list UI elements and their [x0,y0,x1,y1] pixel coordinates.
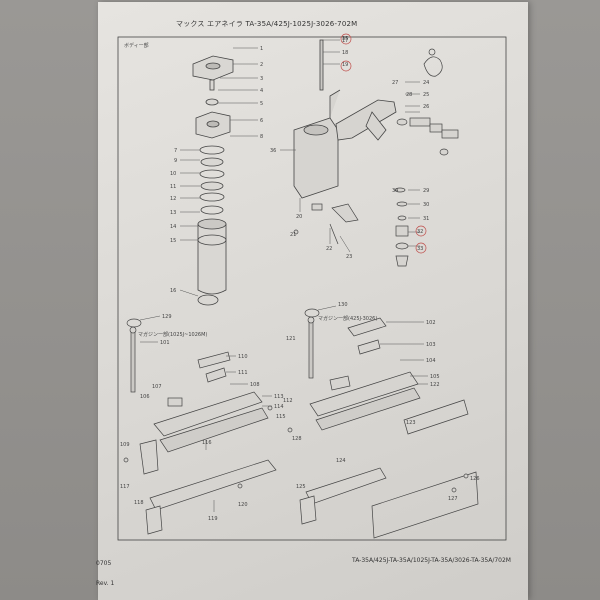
callout-2: 2 [260,62,263,68]
callout-108: 108 [250,382,260,388]
callout-126: 126 [470,476,480,482]
callout-121: 121 [286,336,296,342]
callout-34: 34 [392,188,398,194]
callout-32: 32 [417,229,423,235]
callout-107: 107 [152,384,162,390]
callout-119: 119 [208,516,218,522]
leader-lines-magazines [139,305,428,512]
callout-13: 13 [170,210,176,216]
callout-112: 112 [283,398,293,404]
callout-28: 28 [406,92,412,98]
callout-125: 125 [296,484,306,490]
callout-115: 115 [276,414,286,420]
callout-25: 25 [423,92,429,98]
callout-130: 130 [338,302,348,308]
callout-124: 124 [336,458,346,464]
callout-labels: 1 2 3 4 5 6 7 8 9 10 11 12 13 14 15 16 1… [120,36,480,522]
revision-label: Rev. 1 [96,580,115,587]
callout-118: 118 [134,500,144,506]
callout-110: 110 [238,354,248,360]
callout-30: 30 [423,202,429,208]
callout-24: 24 [423,80,429,86]
highlight-circles [340,33,427,254]
callout-103: 103 [426,342,436,348]
callout-23: 23 [346,254,352,260]
callout-22: 22 [326,246,332,252]
magazine-right [287,308,479,539]
leader-lines-body [280,39,351,253]
callout-123: 123 [406,420,416,426]
section-label-body: ボディー部 [124,43,149,49]
callout-18: 18 [342,50,348,56]
callout-114: 114 [274,404,284,410]
callout-111: 111 [238,370,248,376]
callout-5: 5 [260,101,263,107]
callout-102: 102 [426,320,436,326]
callout-128: 128 [292,436,302,442]
callout-21: 21 [290,232,296,238]
callout-129: 129 [162,314,172,320]
callout-8: 8 [260,134,263,140]
callout-29: 29 [423,188,429,194]
callout-16: 16 [170,288,176,294]
valve-parts [394,48,459,267]
callout-11: 11 [170,184,176,190]
diagram-title: マックス エアネイラ TA-35A/425J-1025J-3026-702M [176,20,358,28]
callout-14: 14 [170,224,176,230]
callout-101: 101 [160,340,170,346]
callout-7: 7 [174,148,177,154]
callout-6: 6 [260,118,263,124]
callout-27: 27 [392,80,398,86]
callout-116: 116 [202,440,212,446]
callout-10: 10 [170,171,176,177]
callout-117: 117 [120,484,130,490]
callout-15: 15 [170,238,176,244]
section-label-magazine-right: マガジン一部(425J-3026) [318,316,378,322]
callout-17: 17 [342,38,348,44]
callout-35: 35 [342,36,348,42]
model-list: TA-35A/425J-TA-35A/1025J-TA-35A/3026-TA-… [352,557,511,564]
trigger-assembly [293,203,359,245]
section-label-magazine-left: マガジン一部(1025J~1026M) [138,332,208,338]
callout-36: 36 [270,148,276,154]
magazine-left [123,318,277,535]
page-code: 0705 [96,560,112,567]
callout-113: 113 [274,394,284,400]
callout-19: 19 [342,62,348,68]
callout-104: 104 [426,358,436,364]
callout-105: 105 [430,374,440,380]
diagram-border [117,36,507,541]
callout-109: 109 [120,442,130,448]
callout-31: 31 [423,216,429,222]
callout-127: 127 [448,496,458,502]
callout-9: 9 [174,158,177,164]
callout-122: 122 [430,382,440,388]
leader-lines-valve [405,81,420,247]
callout-4: 4 [260,88,263,94]
callout-120: 120 [238,502,248,508]
leader-lines-cylinder [179,47,258,297]
callout-3: 3 [260,76,263,82]
callout-33: 33 [417,246,423,252]
callout-12: 12 [170,196,176,202]
cylinder-assembly [192,55,234,306]
callout-26: 26 [423,104,429,110]
tool-body [293,39,397,199]
callout-106: 106 [140,394,150,400]
callout-20: 20 [296,214,302,220]
callout-1: 1 [260,46,263,52]
